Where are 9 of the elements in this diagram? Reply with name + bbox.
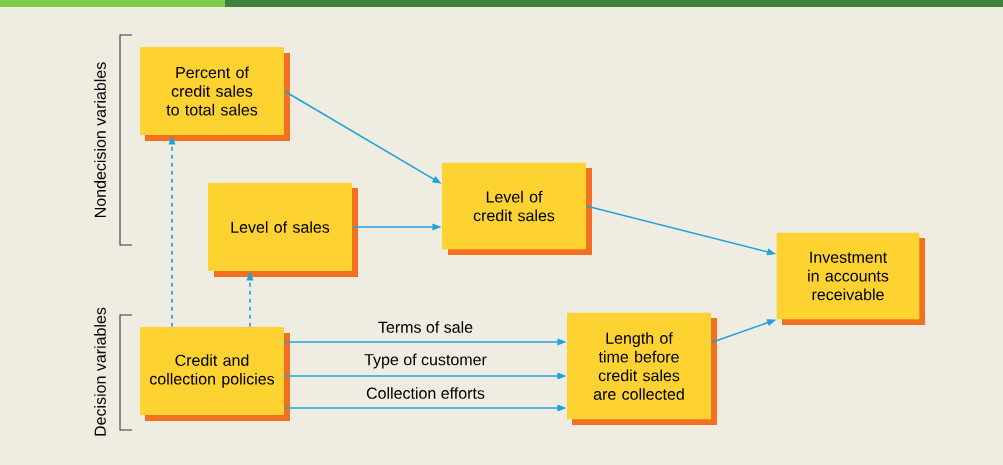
side-label: Nondecision variables [94, 62, 106, 217]
process-box: Level of credit sales [442, 162, 592, 255]
process-box: Length of time before credit sales are collected [567, 312, 717, 425]
process-box: Credit and collection policies [140, 327, 290, 421]
edge-label: Type of customer [362, 352, 489, 370]
side-label: Decision variables [94, 307, 106, 436]
process-box: Percent of credit sales to total sales [140, 47, 290, 141]
process-box: Investment in accounts receivable [776, 232, 925, 325]
process-box: Level of sales [208, 183, 358, 277]
